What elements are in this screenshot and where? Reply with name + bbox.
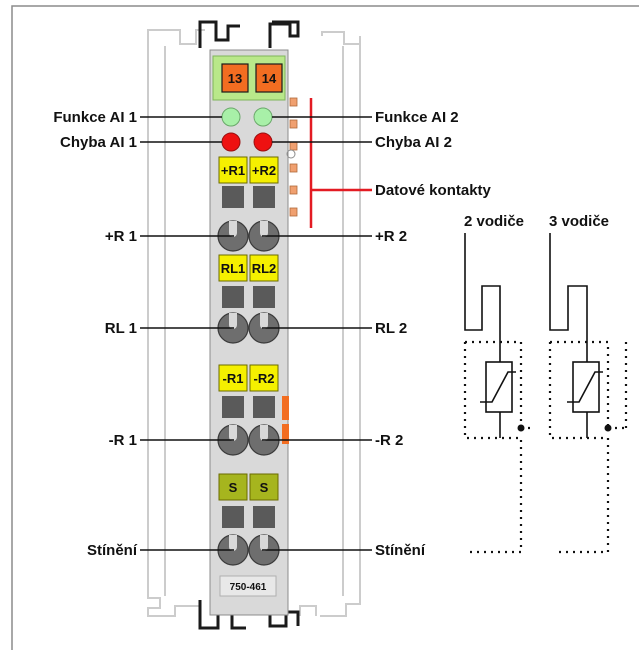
clamp-opening-r-plus-left xyxy=(229,221,237,237)
label-stineni-right: Stínění xyxy=(375,542,426,559)
terminal-14-box xyxy=(255,63,283,93)
clamp-opening-r-minus-left xyxy=(229,425,237,441)
slot-label-shield-left: S xyxy=(229,480,238,495)
led-error-ai1 xyxy=(221,132,241,152)
clamp-opening-r-minus-right xyxy=(260,425,268,441)
label-r2-minus: -R 2 xyxy=(375,432,403,449)
side-marker-upper xyxy=(282,396,289,420)
label-r1-minus: -R 1 xyxy=(109,432,137,449)
label-funkce-ai1: Funkce AI 1 xyxy=(53,109,137,126)
ghost-rail-outline xyxy=(147,29,361,617)
three-wire-shield-dotted xyxy=(548,340,628,554)
slot-label-shield-right: S xyxy=(260,480,269,495)
slot-label-r-minus-left: -R1 xyxy=(223,371,244,386)
label-rl1: RL 1 xyxy=(105,320,137,337)
three-wire-rtd-resistor xyxy=(572,361,600,413)
slot-label-rl-right: RL2 xyxy=(252,261,277,276)
three-wire-rtd-slash xyxy=(567,371,603,403)
release-key-rl-right xyxy=(253,286,275,308)
label-chyba-ai2: Chyba AI 2 xyxy=(375,134,452,151)
release-key-r-plus-left xyxy=(222,186,244,208)
three-wire-lead-top xyxy=(549,233,588,362)
label-two-wire: 2 vodiče xyxy=(464,213,524,230)
label-chyba-ai1: Chyba AI 1 xyxy=(60,134,137,151)
label-funkce-ai2: Funkce AI 2 xyxy=(375,109,459,126)
slot-label-box-r-plus-left xyxy=(218,156,248,184)
right-leaders xyxy=(262,116,372,551)
slot-label-box-r-minus-right xyxy=(249,364,279,392)
label-rl2: RL 2 xyxy=(375,320,407,337)
led-function-ai1 xyxy=(221,107,241,127)
slot-label-box-rl-left xyxy=(218,254,248,282)
led-error-ai2 xyxy=(253,132,273,152)
terminal-14-label: 14 xyxy=(262,71,277,86)
release-key-r-minus-right xyxy=(253,396,275,418)
clamp-opening-shield-right xyxy=(260,535,268,551)
rtd-two-wire-schematic xyxy=(463,233,530,554)
clamp-opening-shield-left xyxy=(229,535,237,551)
label-three-wire: 3 vodiče xyxy=(549,213,609,230)
slot-label-box-shield-left xyxy=(218,473,248,501)
clamp-opening-rl-right xyxy=(260,313,268,329)
release-key-r-plus-right xyxy=(253,186,275,208)
clamp-opening-r-plus-right xyxy=(260,221,268,237)
slot-label-r-minus-right: -R2 xyxy=(254,371,275,386)
slot-label-box-r-plus-right xyxy=(249,156,279,184)
slot-label-box-shield-right xyxy=(249,473,279,501)
two-wire-shield-dotted xyxy=(463,340,530,554)
rtd-three-wire-schematic xyxy=(548,233,628,554)
label-stineni-left: Stínění xyxy=(87,542,138,559)
release-key-r-minus-left xyxy=(222,396,244,418)
label-r1-plus: +R 1 xyxy=(105,228,137,245)
led-function-ai2 xyxy=(253,107,273,127)
label-r2-plus: +R 2 xyxy=(375,228,407,245)
contact-marker xyxy=(286,149,296,159)
rail-clip-top xyxy=(198,20,300,48)
model-plate xyxy=(219,575,277,597)
two-wire-rtd-resistor xyxy=(485,361,513,413)
slot-label-r-plus-right: +R2 xyxy=(252,163,276,178)
slot-label-r-plus-left: +R1 xyxy=(221,163,245,178)
side-marker-lower xyxy=(282,424,289,444)
model-number: 750-461 xyxy=(230,582,267,593)
left-leaders xyxy=(140,116,234,551)
release-key-rl-left xyxy=(222,286,244,308)
slot-label-rl-left: RL1 xyxy=(221,261,246,276)
release-key-shield-right xyxy=(253,506,275,528)
release-key-shield-left xyxy=(222,506,244,528)
label-datove-kontakty: Datové kontakty xyxy=(375,182,492,199)
terminal-13-box xyxy=(221,63,249,93)
slot-label-box-r-minus-left xyxy=(218,364,248,392)
frame-border xyxy=(11,5,639,650)
data-contact-pins xyxy=(289,97,298,217)
slot-label-box-rl-right xyxy=(249,254,279,282)
two-wire-rtd-slash xyxy=(480,371,516,403)
clamp-opening-rl-left xyxy=(229,313,237,329)
two-wire-lead-top xyxy=(464,233,501,362)
terminal-13-label: 13 xyxy=(228,71,242,86)
